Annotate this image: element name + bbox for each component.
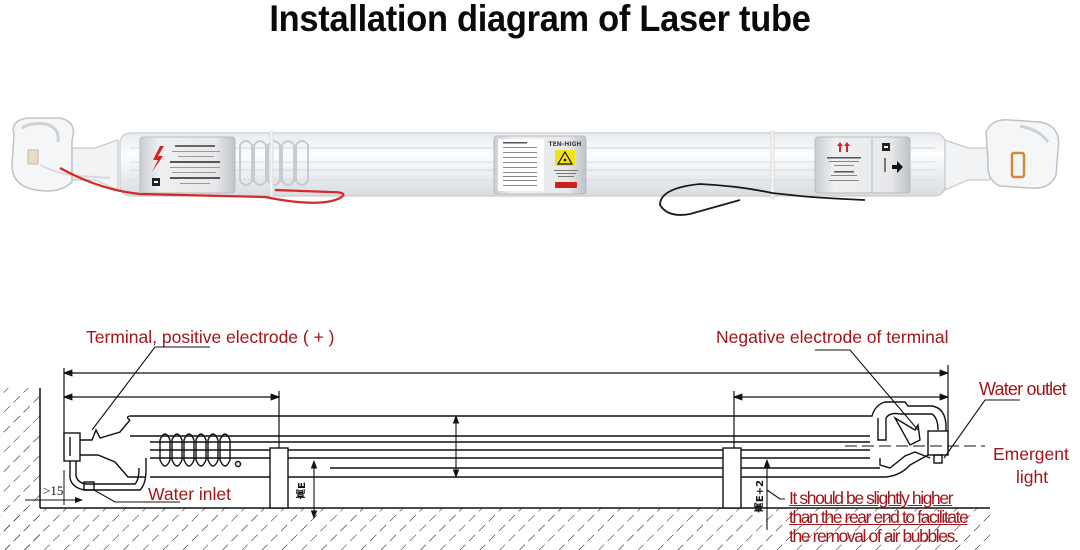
- laser-tube-photo: TEN-HIGH: [11, 117, 1060, 216]
- tube-outline: [63, 401, 949, 509]
- height-mark-left: 高E: [297, 482, 308, 499]
- dimension-15-label: >15: [43, 483, 64, 498]
- label-high-voltage: [139, 136, 236, 194]
- label-water-inlet: Water inlet: [148, 484, 231, 504]
- laser-warning-triangle-icon: [556, 150, 574, 165]
- note-line-2: than the rear end to facilitate: [789, 507, 969, 527]
- arrows-up-icon: [837, 142, 850, 152]
- label-positive-terminal: Terminal, positive electrode ( + ): [86, 327, 335, 347]
- label-water-outlet: Water outlet: [979, 379, 1067, 399]
- label-negative-terminal: Negative electrode of terminal: [716, 327, 949, 347]
- arrow-right-icon: [892, 161, 903, 173]
- note-line-1: It should be slightly higher: [789, 488, 954, 508]
- brand-label: TEN-HIGH: [549, 141, 582, 148]
- tube-right-end: [944, 119, 1060, 191]
- height-arrows: [310, 414, 771, 530]
- label-emergent-light-line2: light: [1016, 467, 1049, 487]
- dimension-lines: [62, 365, 950, 455]
- high-voltage-bolt-icon: [152, 146, 164, 172]
- positive-wire: [59, 166, 345, 204]
- label-product-info: TEN-HIGH: [493, 135, 587, 195]
- label-emergent-light-line1: Emergent: [993, 444, 1069, 464]
- leader-lines: [91, 346, 1020, 503]
- label-negative: [814, 136, 911, 194]
- dimension-15-mark: [25, 470, 83, 505]
- wall-and-floor: [0, 388, 990, 550]
- height-mark-right: 高E+2: [755, 480, 766, 513]
- page-title: Installation diagram of Laser tube: [269, 0, 811, 39]
- note-line-3: the removal of air bubbles.: [789, 526, 959, 546]
- negative-wire: [659, 183, 866, 216]
